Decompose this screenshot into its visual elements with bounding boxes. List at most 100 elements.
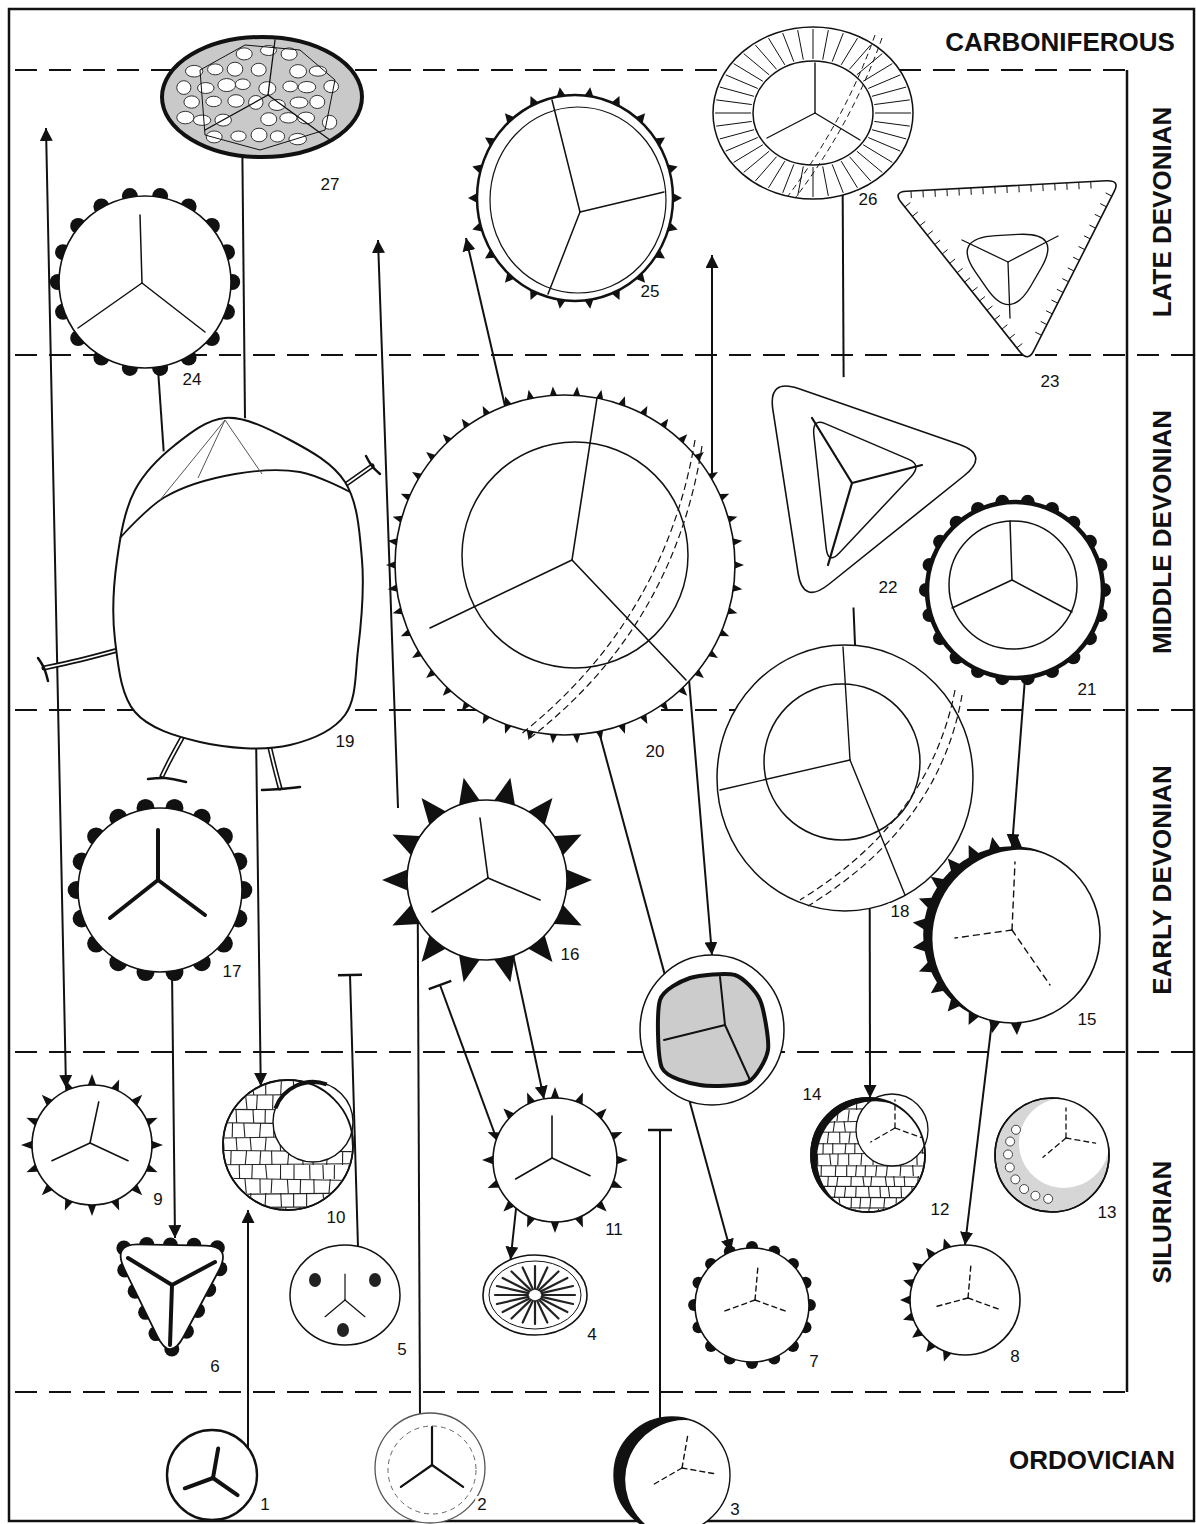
lineage-arrow <box>247 1210 249 1448</box>
mesh-line <box>937 1110 938 1121</box>
trilete-mark <box>724 1300 755 1311</box>
mesh-line <box>926 1176 928 1187</box>
trilete-mark <box>128 1258 172 1285</box>
callout-number: 19 <box>334 733 357 751</box>
callout-number: 21 <box>1076 681 1099 699</box>
dark-spot <box>309 1273 321 1287</box>
mesh-line <box>830 1154 831 1165</box>
mesh-line <box>904 1176 906 1187</box>
marginal-tick <box>994 187 995 194</box>
mesh-line <box>271 1151 273 1165</box>
spore-figure: 8 <box>910 1245 1020 1355</box>
spore-figure: 11 <box>493 1098 617 1222</box>
mesh-line <box>865 1165 866 1176</box>
mesh-line <box>844 1143 846 1154</box>
trilete-mark <box>158 880 205 915</box>
mesh-line <box>839 1132 840 1143</box>
mesh-line <box>828 1198 829 1209</box>
trilete-mark <box>213 1448 218 1478</box>
lineage-line <box>242 156 245 418</box>
lineage-line <box>965 1021 992 1245</box>
mesh-line <box>915 1198 916 1209</box>
pore <box>1006 1137 1015 1146</box>
marginal-tick <box>950 259 955 263</box>
period-label: SILURIAN <box>1149 1158 1175 1287</box>
lineage-line <box>513 956 544 1099</box>
mesh-line <box>363 1193 364 1207</box>
mesh-line <box>928 1154 930 1165</box>
spore-figure: 22 <box>762 372 992 610</box>
lumen <box>206 96 222 106</box>
spore-drawing <box>162 37 362 157</box>
trilete-mark <box>812 418 852 483</box>
mesh-line <box>364 1081 365 1095</box>
trilete-mark <box>682 1468 715 1474</box>
mesh-line <box>358 1095 360 1109</box>
mesh-line <box>812 1219 924 1220</box>
callout-number: 25 <box>639 283 662 301</box>
mesh-line <box>280 1193 282 1207</box>
trilete-mark <box>430 560 572 628</box>
pore <box>1005 1163 1014 1172</box>
marginal-tick <box>942 250 947 254</box>
fold-line <box>796 38 882 197</box>
radial-rib <box>715 113 751 114</box>
marginal-tick <box>1090 182 1091 189</box>
trilete-mark <box>828 483 852 565</box>
radial-rib <box>868 138 900 152</box>
radial-rib <box>534 1301 536 1324</box>
mesh-line <box>265 1137 266 1151</box>
marginal-tick <box>1095 214 1101 217</box>
radial-rib <box>734 145 763 163</box>
callout-number: 16 <box>559 946 582 964</box>
mesh-line <box>245 1151 246 1165</box>
mesh-line <box>811 1209 812 1220</box>
spore-figure: 15 <box>924 847 1100 1023</box>
mesh-line <box>855 1187 857 1198</box>
marginal-tick <box>970 188 971 195</box>
spore-group <box>713 27 913 199</box>
spore-group <box>482 1087 628 1233</box>
pore <box>1011 1175 1020 1184</box>
mesh-line <box>912 1209 913 1220</box>
period-label: MIDDLE DEVONIAN <box>1149 407 1175 657</box>
mesh-line <box>889 1209 890 1220</box>
trilete-mark <box>871 1128 895 1142</box>
mesh-line <box>363 1109 364 1123</box>
dark-spot <box>369 1273 381 1287</box>
mesh-line <box>230 1151 232 1165</box>
inner-body <box>489 1261 581 1329</box>
cap-line <box>120 470 350 538</box>
spore-wall <box>898 181 1116 357</box>
appendage-core <box>44 650 118 668</box>
spore-wall <box>717 645 973 911</box>
mesh-line <box>859 1220 860 1231</box>
lineage-line <box>842 195 845 377</box>
marginal-tick <box>920 221 925 225</box>
trilete-mark <box>968 1298 998 1309</box>
mesh-line <box>271 1179 273 1193</box>
mesh-line <box>901 1209 903 1220</box>
radial-rib <box>716 100 752 105</box>
trilete-mark <box>755 1300 786 1311</box>
mesh-line <box>849 1132 850 1143</box>
lumen <box>177 81 191 95</box>
spore-drawing <box>223 1080 353 1210</box>
trilete-mark <box>156 830 160 880</box>
radial-rib <box>720 130 754 139</box>
spore-wall <box>32 1085 152 1205</box>
callout-number: 14 <box>801 1086 824 1104</box>
mesh-line <box>855 1165 857 1176</box>
trilete-mark <box>172 1262 215 1285</box>
spore-figure: 4 <box>483 1255 587 1335</box>
spore-figure: 10 <box>223 1080 353 1210</box>
trilete-mark <box>725 1025 750 1080</box>
marginal-tick <box>1009 334 1014 338</box>
radial-rib <box>863 64 892 82</box>
trilete-mark <box>843 647 850 760</box>
spore-group <box>21 1074 163 1216</box>
spore-group <box>162 37 362 157</box>
mesh-line <box>832 1143 833 1154</box>
trilete-mark <box>110 880 158 918</box>
frame <box>9 9 1194 1521</box>
